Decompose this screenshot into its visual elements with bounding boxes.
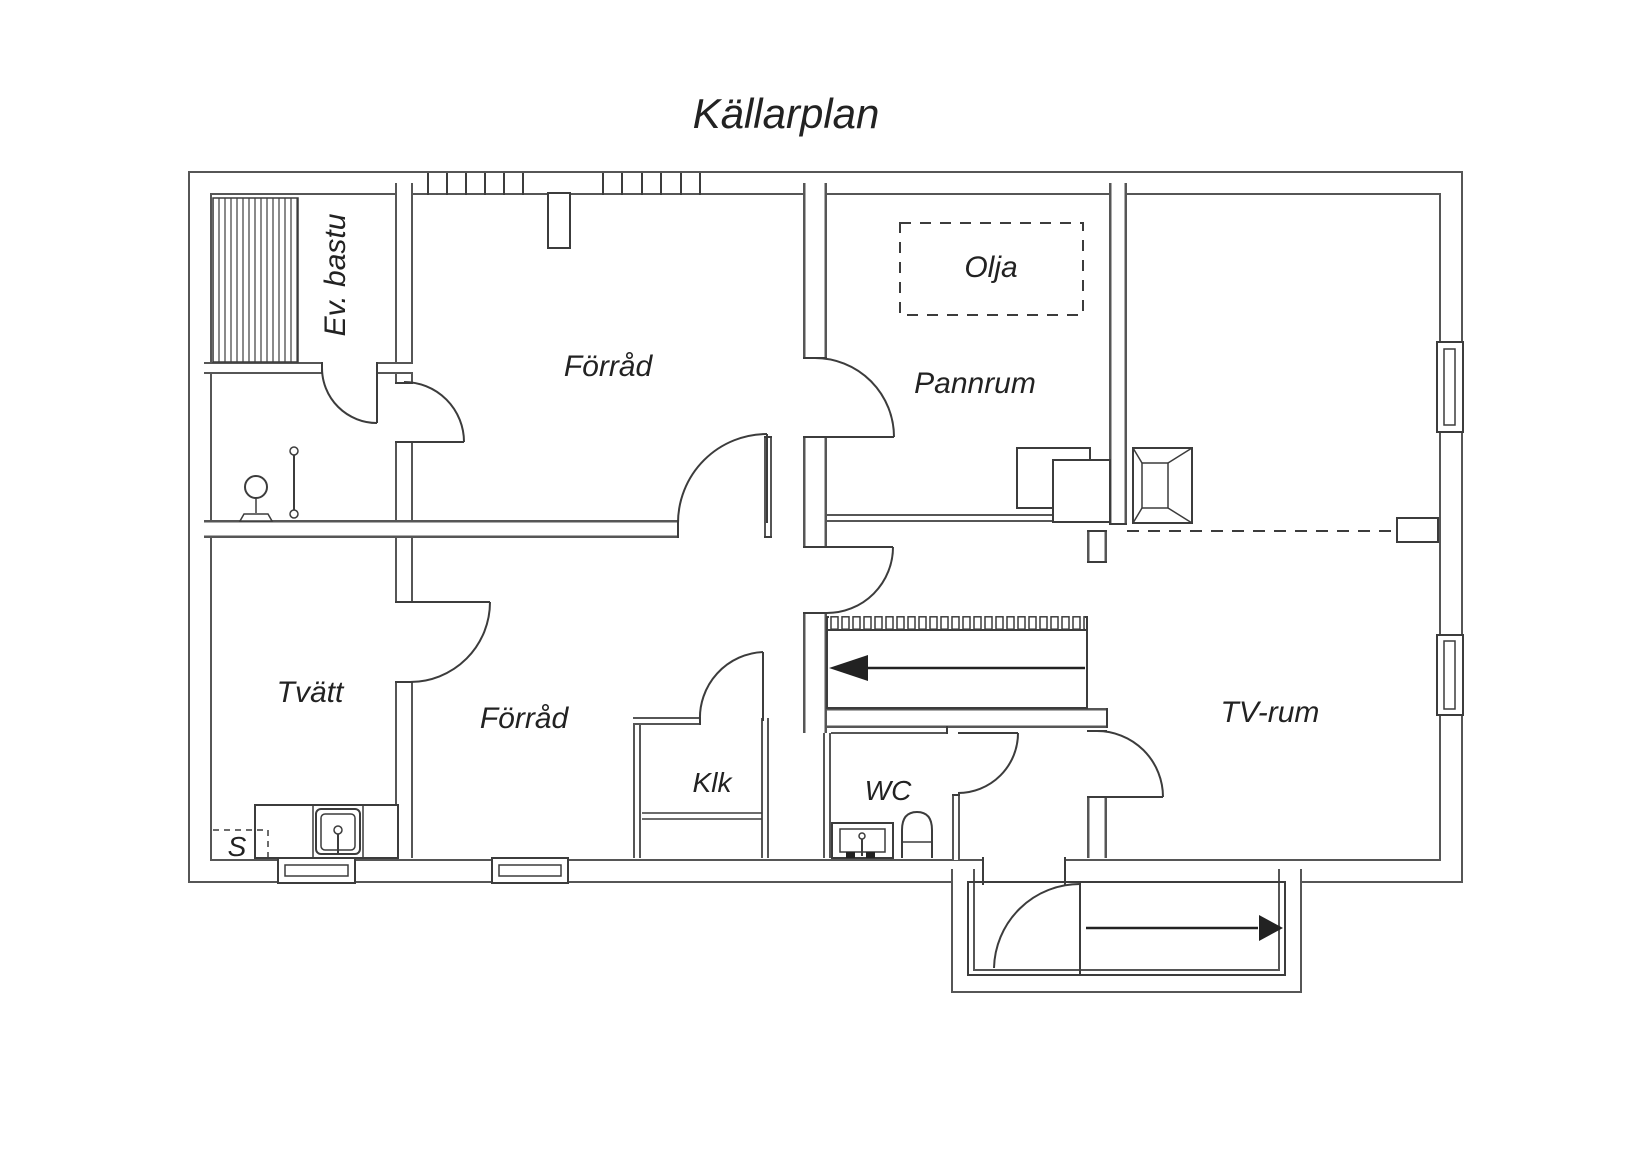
door-tv-room bbox=[1096, 730, 1164, 798]
window-right-upper bbox=[1436, 341, 1464, 433]
door-arc-exit bbox=[993, 883, 1081, 969]
fireplace-icon bbox=[1132, 447, 1193, 524]
door-sauna bbox=[321, 367, 378, 424]
room-label-storage-lower: Förråd bbox=[480, 702, 570, 735]
boiler-equipment bbox=[1016, 447, 1111, 523]
sauna-bench-hatch bbox=[212, 197, 299, 363]
room-label-wc: WC bbox=[865, 775, 912, 806]
room-label-closet: Klk bbox=[693, 767, 734, 798]
closet-shelf bbox=[642, 812, 762, 820]
door-arc bbox=[814, 357, 895, 438]
door-laundry bbox=[409, 601, 491, 683]
door-arc bbox=[957, 732, 1019, 794]
door-boiler-room bbox=[814, 357, 895, 438]
door-arc bbox=[677, 433, 768, 524]
stair-direction-arrow bbox=[829, 655, 868, 681]
vent-comb-left bbox=[427, 173, 524, 195]
wc-sink-icon bbox=[831, 822, 894, 859]
stair-treads bbox=[829, 616, 1085, 630]
door-wc bbox=[957, 732, 1019, 794]
room-label-sauna: Ev. bastu bbox=[319, 213, 352, 336]
laundry-counter bbox=[254, 804, 399, 859]
wall-end-caps bbox=[321, 357, 1127, 798]
room-label-boiler: Pannrum bbox=[914, 367, 1036, 400]
doors bbox=[321, 357, 1164, 798]
door-arc bbox=[1096, 730, 1164, 798]
labels: Källarplan Ev. bastu Förråd Pannrum Olja… bbox=[228, 90, 1320, 862]
vent-comb-right bbox=[602, 173, 701, 195]
door-hall-stairs bbox=[826, 546, 894, 614]
laundry-sink-icon bbox=[315, 808, 361, 855]
door-arc bbox=[321, 367, 378, 424]
page-title: Källarplan bbox=[693, 90, 880, 137]
door-arc bbox=[409, 601, 491, 683]
label-oil-tank: Olja bbox=[964, 251, 1017, 284]
door-arc bbox=[826, 546, 894, 614]
staircase-exit bbox=[967, 881, 1286, 976]
door-arc bbox=[403, 381, 465, 443]
laundry-drain-dashes bbox=[213, 829, 269, 857]
door-storage-upper bbox=[677, 433, 768, 524]
staircase-up bbox=[826, 616, 1088, 709]
window-right-lower bbox=[1436, 634, 1464, 716]
stair-pit-inner bbox=[967, 881, 1286, 976]
shower-rail-icon bbox=[289, 446, 299, 519]
exit-direction-arrow bbox=[1259, 915, 1283, 941]
room-label-tv-room: TV-rum bbox=[1221, 696, 1320, 729]
water-heater-icon bbox=[238, 475, 274, 522]
stair-pit-opening-jambs bbox=[982, 857, 1066, 885]
duct-notch bbox=[547, 192, 571, 249]
windows bbox=[277, 341, 1464, 884]
window-bottom-laundry bbox=[277, 857, 356, 884]
oil-tank-area bbox=[899, 222, 1084, 316]
label-drain-mark: S bbox=[228, 831, 247, 862]
wall-stub-tvroom bbox=[1396, 517, 1439, 543]
oil-tank-dashed-box bbox=[899, 222, 1084, 316]
door-vestibule bbox=[403, 381, 465, 443]
door-arc bbox=[698, 651, 764, 722]
room-label-laundry: Tvätt bbox=[277, 676, 345, 709]
toilet-icon bbox=[901, 810, 933, 858]
window-bottom-storage bbox=[491, 857, 569, 884]
room-label-storage-upper: Förråd bbox=[564, 350, 654, 383]
door-closet bbox=[698, 651, 764, 722]
interior-walls bbox=[204, 183, 1439, 860]
top-wall-vent-sections bbox=[427, 173, 701, 249]
